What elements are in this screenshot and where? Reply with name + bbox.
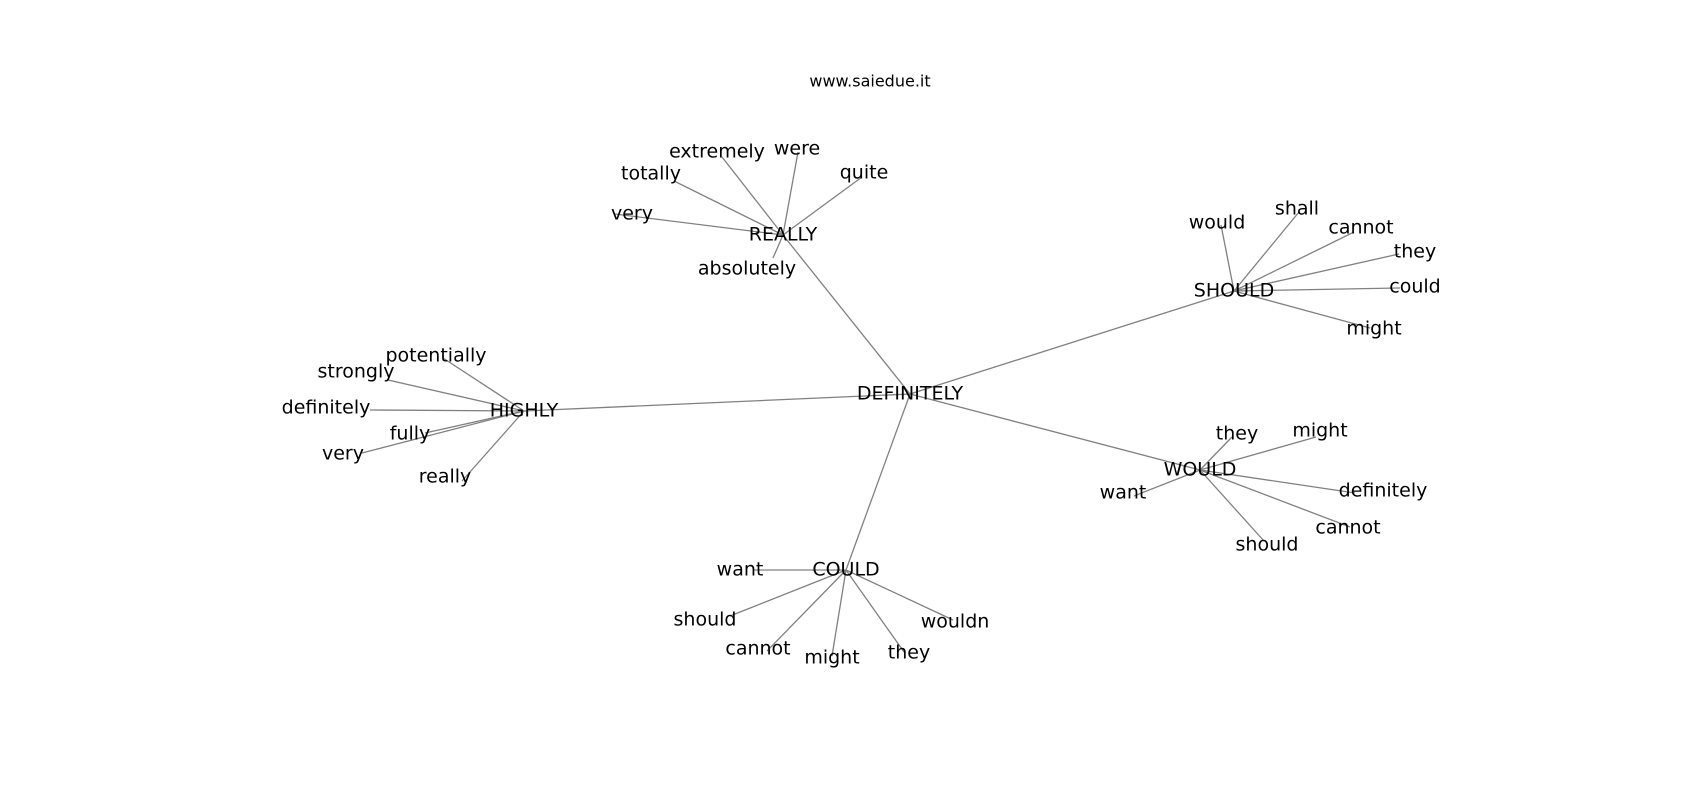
edge-hub-to-leaf	[1199, 436, 1233, 471]
leaf-node-label: fully	[390, 423, 431, 445]
hub-node-label: REALLY	[749, 224, 818, 246]
leaf-node-label: definitely	[282, 397, 371, 419]
hub-node-label: SHOULD	[1194, 280, 1274, 302]
leaf-node-label: cannot	[1315, 517, 1380, 539]
labels-layer: DEFINITELY REALLY extremely were quite totall…	[282, 138, 1441, 669]
edge-hub-to-leaf	[782, 176, 863, 236]
edge-hub-to-leaf	[442, 357, 525, 412]
edge-hub-to-leaf	[1199, 469, 1351, 528]
edge-hub-to-leaf	[845, 569, 905, 653]
leaf-node-label: definitely	[1339, 480, 1428, 502]
edge-root-to-hub	[909, 393, 1201, 471]
leaf-node-label: totally	[621, 163, 681, 185]
edge-hub-to-leaf	[614, 213, 784, 236]
edge-hub-to-leaf	[1220, 224, 1235, 292]
leaf-node-label: shall	[1275, 198, 1319, 220]
leaf-node-label: might	[804, 647, 859, 669]
leaf-node-label: could	[1389, 276, 1440, 298]
root-node-label: DEFINITELY	[857, 383, 964, 405]
edge-hub-to-leaf	[772, 234, 784, 259]
edge-hub-to-leaf	[1233, 211, 1300, 292]
leaf-node-label: would	[1189, 212, 1246, 234]
hub-node-label: WOULD	[1164, 459, 1237, 481]
leaf-node-label: were	[774, 138, 820, 160]
leaf-node-label: strongly	[318, 361, 395, 383]
edge-hub-to-leaf	[766, 569, 847, 652]
hub-node-label: COULD	[812, 559, 879, 581]
edge-hub-to-leaf	[782, 151, 799, 236]
leaf-node-label: extremely	[669, 141, 765, 163]
leaf-node-label: they	[1216, 423, 1258, 445]
edge-root-to-hub	[909, 290, 1235, 395]
edge-hub-to-leaf	[1233, 287, 1401, 292]
leaf-node-label: very	[322, 443, 364, 465]
edge-hub-to-leaf	[831, 569, 847, 657]
leaf-node-label: want	[717, 559, 764, 581]
edge-root-to-hub	[523, 393, 911, 412]
leaf-node-label: they	[888, 642, 930, 664]
leaf-node-label: really	[419, 466, 472, 488]
edge-hub-to-leaf	[1133, 469, 1201, 497]
hub-node-label: HIGHLY	[490, 400, 559, 422]
edges-layer	[361, 151, 1401, 657]
edge-root-to-hub	[845, 393, 911, 571]
leaf-node-label: cannot	[725, 638, 790, 660]
leaf-node-label: should	[674, 609, 737, 631]
edge-hub-to-leaf	[729, 569, 847, 617]
edge-hub-to-leaf	[369, 409, 525, 412]
leaf-node-label: absolutely	[698, 258, 796, 280]
edge-hub-to-leaf	[1199, 469, 1356, 494]
edge-hub-to-leaf	[1233, 253, 1400, 292]
leaf-node-label: very	[611, 203, 653, 225]
leaf-node-label: want	[1100, 482, 1147, 504]
leaf-node-label: cannot	[1328, 217, 1393, 239]
leaf-node-label: might	[1292, 420, 1347, 442]
leaf-node-label: might	[1346, 318, 1401, 340]
watermark-label: www.saiedue.it	[809, 72, 930, 91]
edge-hub-to-leaf	[387, 379, 525, 412]
leaf-node-label: potentially	[385, 345, 486, 367]
edge-hub-to-leaf	[845, 569, 954, 621]
leaf-node-label: they	[1394, 241, 1436, 263]
leaf-node-label: wouldn	[921, 611, 990, 633]
edge-hub-to-leaf	[1199, 436, 1317, 471]
edge-hub-to-leaf	[1233, 290, 1371, 329]
leaf-node-label: quite	[840, 162, 889, 184]
edge-hub-to-leaf	[1199, 469, 1265, 542]
edge-root-to-hub	[782, 234, 911, 395]
edge-hub-to-leaf	[361, 410, 525, 454]
edge-hub-to-leaf	[461, 410, 525, 482]
edge-hub-to-leaf	[1233, 231, 1355, 292]
edge-hub-to-leaf	[721, 156, 784, 236]
edge-hub-to-leaf	[673, 180, 784, 236]
leaf-node-label: should	[1236, 534, 1299, 556]
